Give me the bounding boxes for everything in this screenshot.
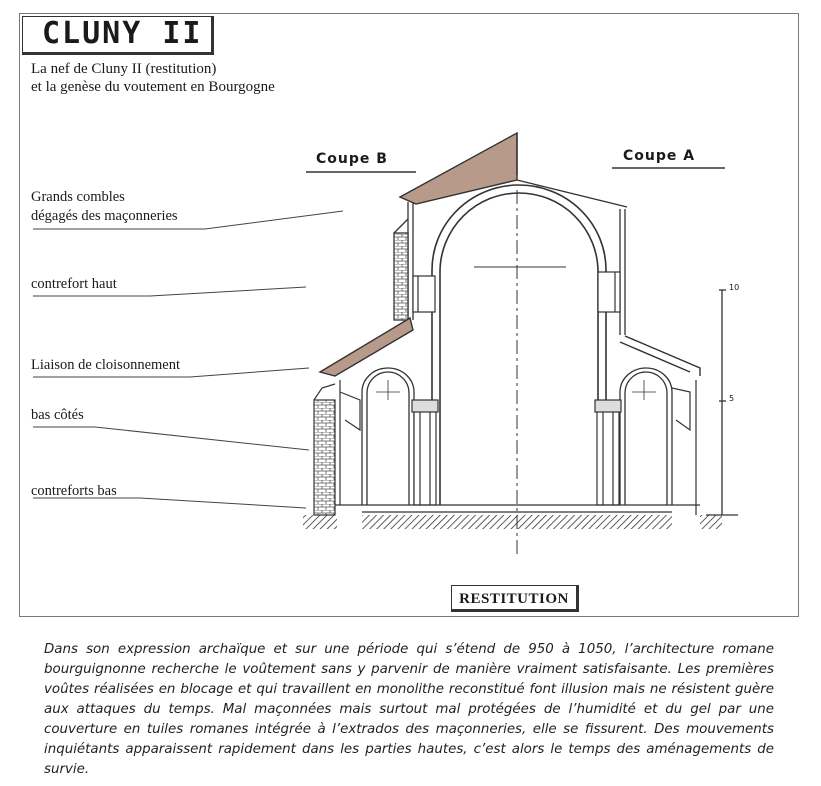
caption-text: Dans son expression archaïque et sur une… [44, 642, 774, 777]
label-contrefort-haut: contrefort haut [31, 276, 117, 292]
scale-bar [706, 289, 738, 516]
lower-buttresses [313, 380, 700, 516]
subtitle-line-2: et la genèse du voutement en Bourgogne [31, 79, 275, 95]
upper-buttress [412, 271, 621, 313]
label-liaison: Liaison de cloisonnement [31, 357, 180, 373]
main-roof [398, 131, 628, 208]
coupe-a-label: Coupe A [623, 148, 696, 164]
side-aisles [361, 367, 673, 505]
title-box [22, 16, 214, 55]
ground-hatch [303, 515, 722, 529]
coupe-underlines [306, 167, 725, 173]
coupe-b-label: Coupe B [316, 151, 388, 167]
page-title: CLUNY II [42, 16, 203, 51]
aisle-roofs [318, 316, 701, 377]
scale-label-5: 5 [729, 394, 735, 403]
nave-walls [393, 202, 626, 335]
label-bas-cotes: bas côtés [31, 407, 84, 423]
label-contreforts-bas: contreforts bas [31, 483, 117, 499]
label-grands-combles-2: dégagés des maçonneries [31, 208, 178, 224]
leader-lines [33, 210, 344, 509]
label-grands-combles-1: Grands combles [31, 189, 125, 205]
scale-label-10: 10 [729, 283, 740, 292]
columns [411, 399, 622, 506]
central-vault [431, 184, 607, 555]
restitution-label: RESTITUTION [451, 585, 579, 612]
subtitle-line-1: La nef de Cluny II (restitution) [31, 61, 217, 77]
